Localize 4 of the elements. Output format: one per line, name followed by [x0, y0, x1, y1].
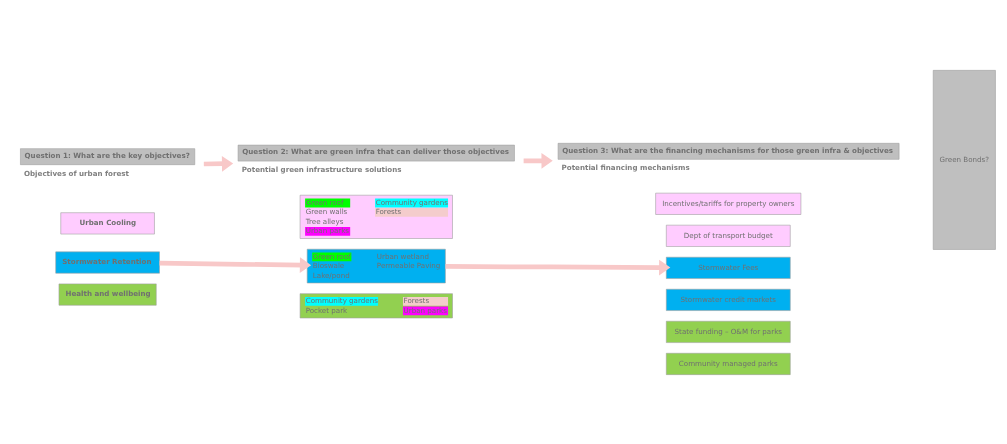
arrow: [445, 259, 671, 275]
arrow: [159, 256, 312, 273]
arrow: [203, 155, 234, 172]
arrow: [523, 152, 553, 169]
